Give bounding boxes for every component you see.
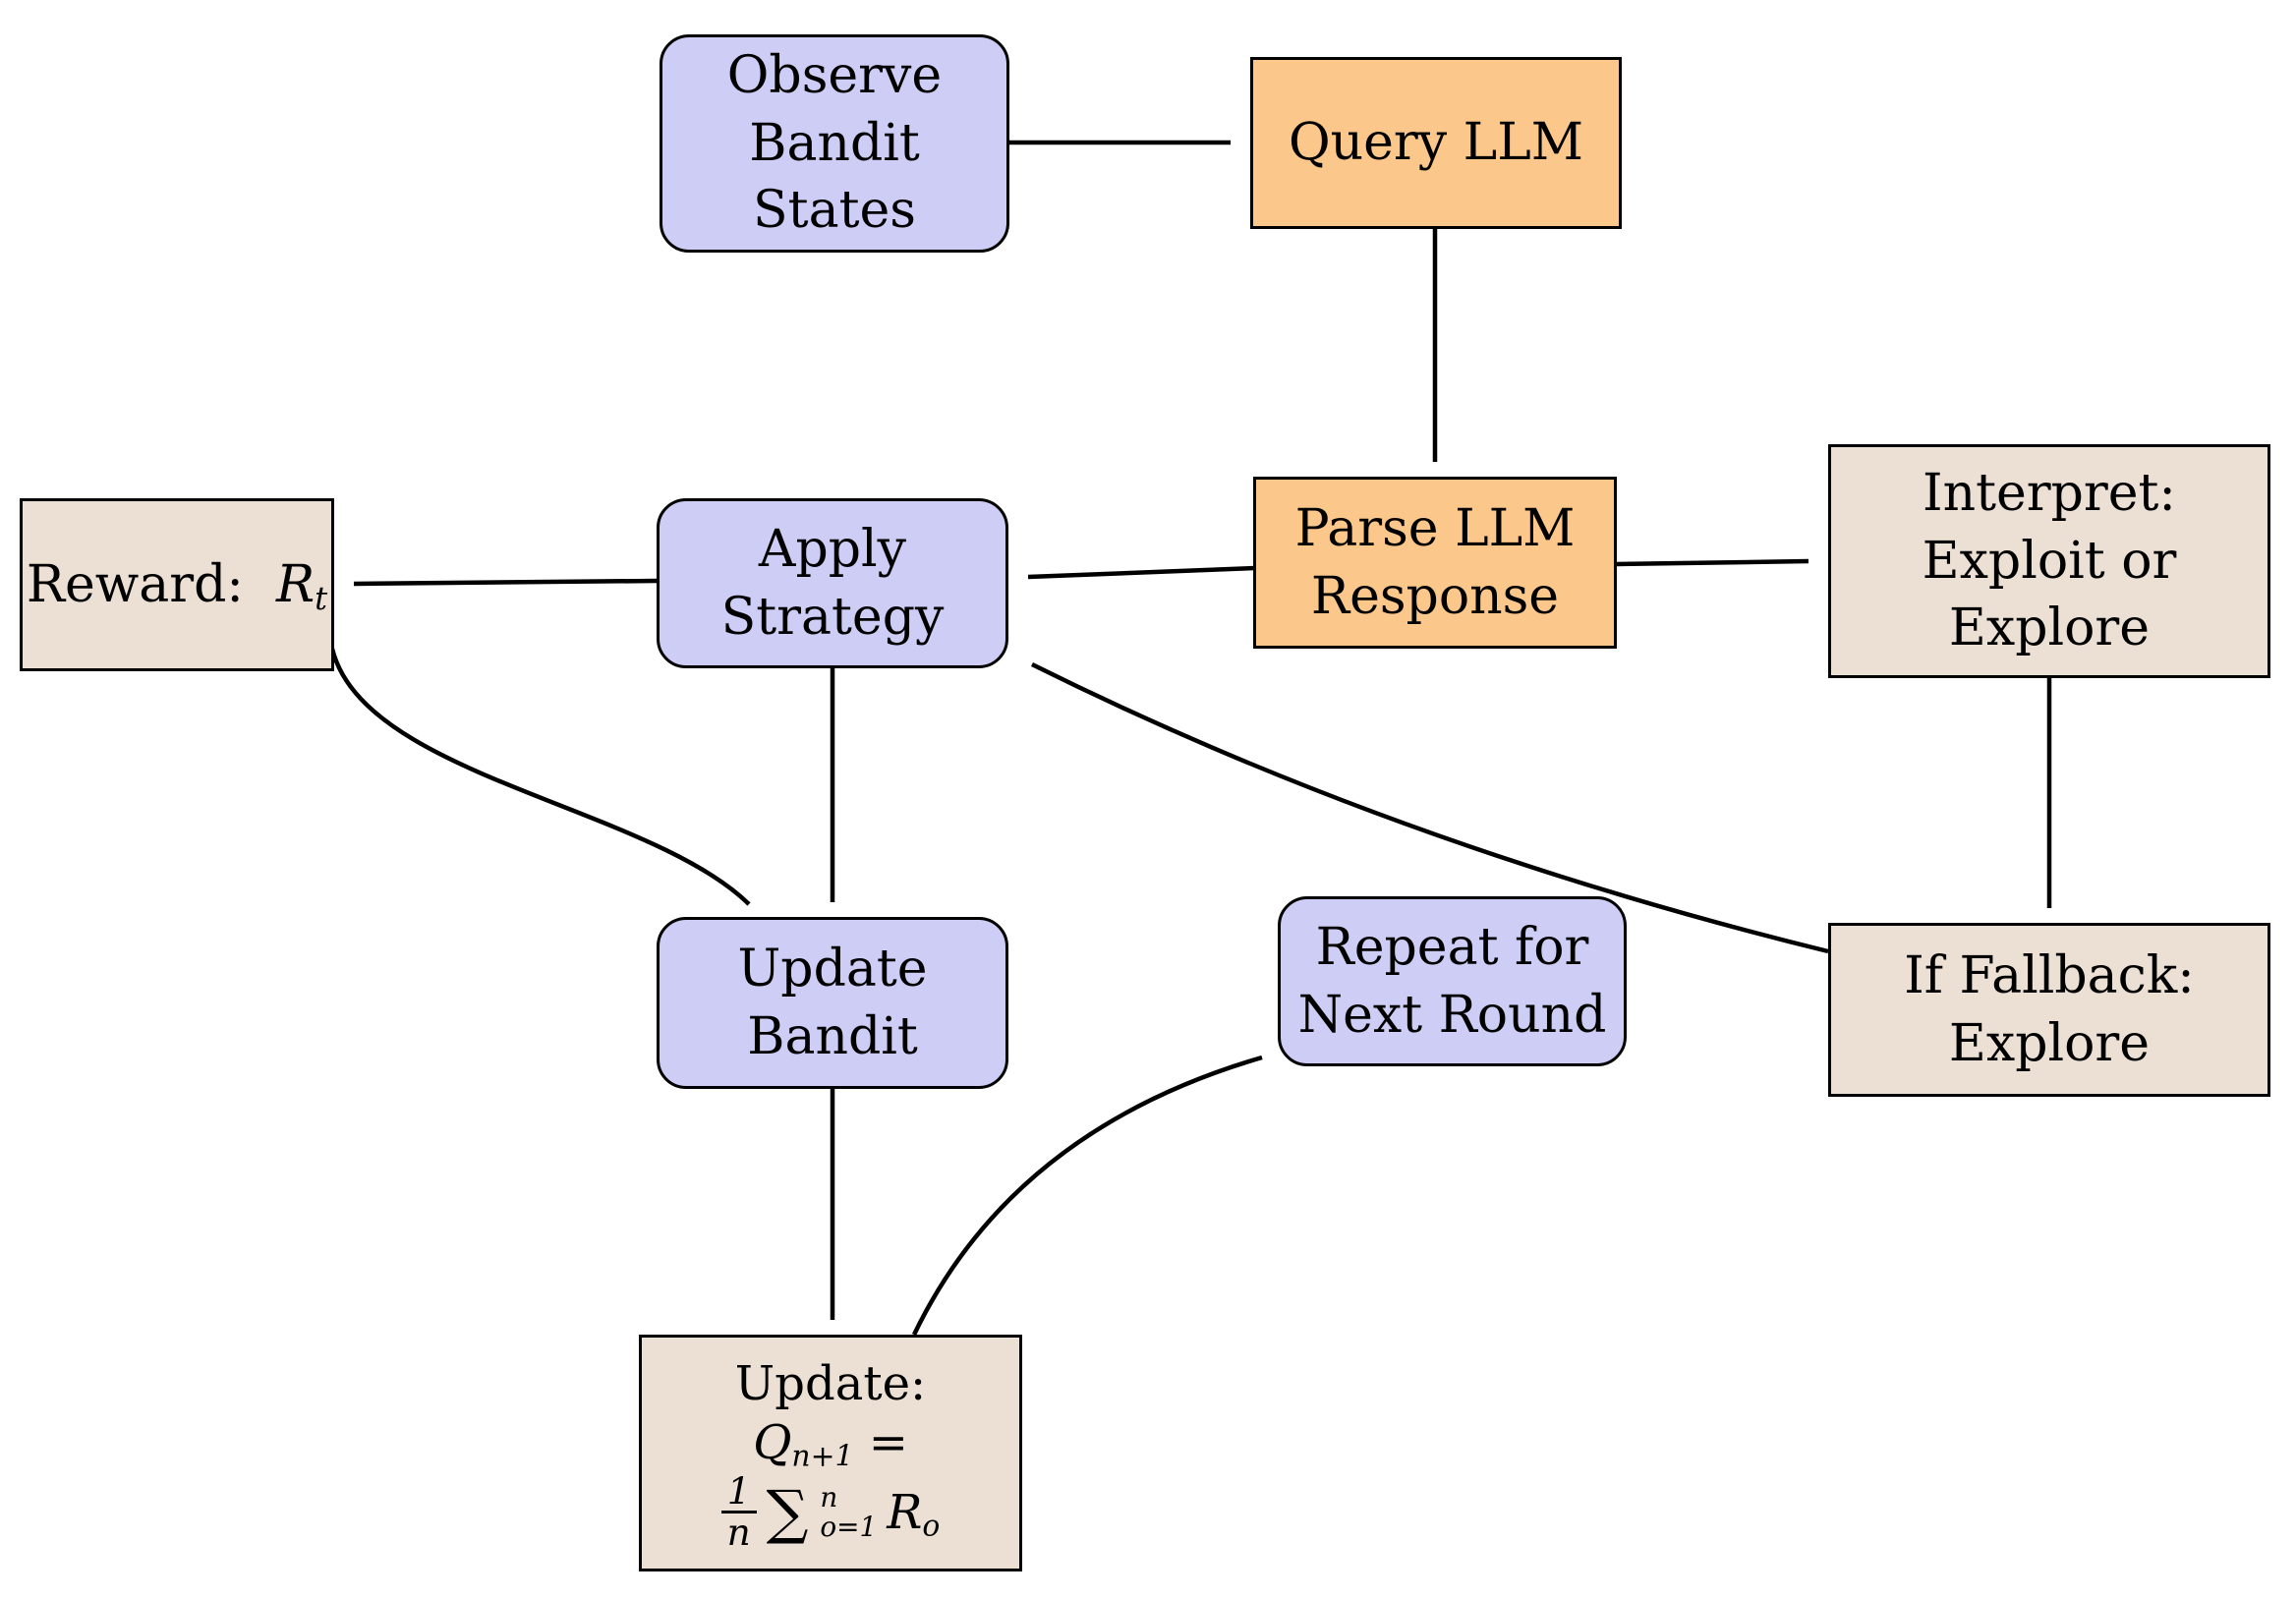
formula-rhs: 1 n ∑ n o=1 Ro xyxy=(720,1471,940,1553)
arrow-fallback-to-apply xyxy=(1030,661,1829,954)
node-label: Strategy xyxy=(720,587,945,647)
node-parse-llm-response: Parse LLM Response xyxy=(1253,477,1617,649)
node-label: Reward: Rt xyxy=(27,551,327,619)
arrow-parse-to-apply xyxy=(1027,565,1257,580)
formula-r: R xyxy=(887,1484,923,1540)
node-label: Apply xyxy=(758,519,907,579)
node-label: Explore xyxy=(1948,1013,2151,1073)
formula-equals: = xyxy=(868,1414,908,1470)
node-label: Observe xyxy=(726,46,943,106)
summation-sign: ∑ xyxy=(766,1477,809,1547)
formula-r-subscript: o xyxy=(922,1508,941,1543)
node-label: Repeat for xyxy=(1315,917,1589,977)
reward-variable: R xyxy=(276,554,316,614)
node-label: Explore xyxy=(1948,599,2151,658)
node-reward: Reward: Rt xyxy=(20,498,334,671)
node-label: Query LLM xyxy=(1289,113,1583,173)
reward-prefix: Reward: xyxy=(26,554,244,614)
node-repeat-for-next-round: Repeat for Next Round xyxy=(1278,896,1627,1066)
arrow-parse-to-interpret xyxy=(1616,558,1809,567)
node-label: Bandit xyxy=(749,113,920,173)
summation-lower-limit: o=1 xyxy=(820,1510,878,1543)
formula-title: Update: xyxy=(734,1355,927,1411)
node-label: Response xyxy=(1310,566,1560,626)
arrow-reward-to-update-bandit xyxy=(329,648,751,906)
node-if-fallback-explore: If Fallback: Explore xyxy=(1828,923,2270,1097)
arrow-formula-to-repeat xyxy=(911,1055,1263,1336)
node-label: Parse LLM xyxy=(1294,498,1576,558)
node-label: Exploit or xyxy=(1922,531,2177,591)
summation-upper-limit: n xyxy=(820,1481,838,1514)
node-update-q-formula: Update: Qn+1 = 1 n ∑ n o=1 Ro xyxy=(639,1335,1022,1571)
formula-q: Q xyxy=(753,1414,792,1470)
node-label: Next Round xyxy=(1297,985,1607,1045)
formula-r-term: Ro xyxy=(887,1483,940,1542)
node-label: Bandit xyxy=(747,1006,918,1066)
node-label: Interpret: xyxy=(1923,464,2176,524)
arrow-apply-to-reward xyxy=(353,578,658,587)
node-interpret-exploit-or-explore: Interpret: Exploit or Explore xyxy=(1828,444,2270,678)
node-observe-bandit-states: Observe Bandit States xyxy=(660,34,1009,253)
node-update-bandit: Update Bandit xyxy=(657,917,1008,1089)
formula-lhs: Qn+1 = xyxy=(753,1413,908,1472)
node-label: States xyxy=(753,181,916,241)
node-query-llm: Query LLM xyxy=(1250,57,1622,229)
summation-limits: n o=1 xyxy=(820,1481,878,1543)
node-label: If Fallback: xyxy=(1904,945,2195,1005)
reward-subscript: t xyxy=(315,579,328,617)
fraction-one-over-n: 1 n xyxy=(720,1471,757,1553)
node-apply-strategy: Apply Strategy xyxy=(657,498,1008,668)
formula-q-subscript: n+1 xyxy=(791,1439,854,1474)
node-label: Update xyxy=(737,939,928,999)
